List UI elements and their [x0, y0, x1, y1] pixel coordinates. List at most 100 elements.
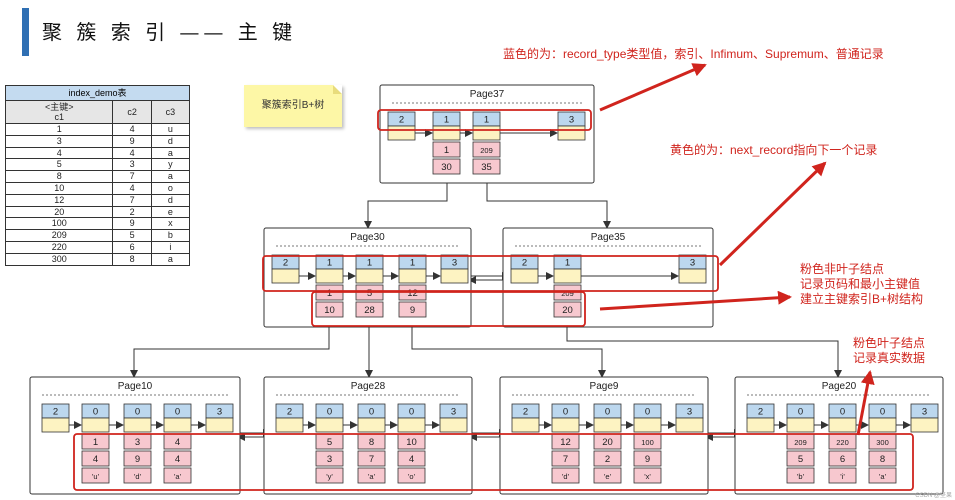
- record-value: 28: [364, 305, 375, 316]
- next-record-cell: [163, 417, 192, 433]
- next-record-cell: [675, 417, 704, 433]
- record-value: 209: [794, 438, 807, 447]
- record-value: 4: [93, 454, 98, 465]
- record-type-value: 3: [217, 407, 222, 418]
- record-value: 209: [480, 146, 493, 155]
- record-value: 'u': [92, 472, 100, 481]
- record-type-value: 1: [484, 115, 489, 126]
- annotation-yellow: 黄色的为：next_record指向下一个记录: [670, 143, 878, 157]
- record-value: 12: [407, 288, 418, 299]
- next-record-cell: [397, 417, 426, 433]
- next-record-cell: [41, 417, 70, 433]
- record-value: 10: [406, 437, 417, 448]
- next-record-cell: [271, 268, 300, 284]
- annotation-leaf-line: 粉色叶子结点: [853, 336, 926, 350]
- record-value-cell: [633, 450, 662, 467]
- record-value: 100: [641, 438, 654, 447]
- page-name: Page28: [351, 381, 386, 392]
- record-value-cell: [472, 158, 501, 175]
- record-value: 'a': [368, 472, 376, 481]
- record-type-value: 2: [399, 115, 404, 126]
- record-value-cell: [315, 467, 344, 484]
- record-type-value: 2: [287, 407, 292, 418]
- next-record-cell: [472, 125, 501, 141]
- table-cell: 8: [112, 252, 152, 266]
- highlight-mid-headers: [262, 255, 719, 292]
- record-value: 'i': [840, 472, 845, 481]
- page-name: Page37: [470, 89, 505, 100]
- next-record-cell: [786, 417, 815, 433]
- record-type-value: 0: [645, 407, 650, 418]
- child-pointer-arrow: [411, 326, 606, 378]
- record-value: 300: [876, 438, 889, 447]
- record-type-value: 1: [327, 258, 332, 269]
- record-type-value: 0: [798, 407, 803, 418]
- child-pointer-arrow: [486, 183, 611, 229]
- record-value: 8: [369, 437, 374, 448]
- record-value: 'o': [408, 472, 416, 481]
- record-value-cell: [786, 450, 815, 467]
- record-type-value: 0: [563, 407, 568, 418]
- record-type-value: 1: [410, 258, 415, 269]
- next-record-cell: [275, 417, 304, 433]
- table-header-text: c3: [165, 107, 176, 117]
- record-value-cell: [593, 467, 622, 484]
- record-value: 'a': [879, 472, 887, 481]
- record-value-cell: [828, 467, 857, 484]
- next-record-cell: [398, 268, 427, 284]
- record-value-cell: [81, 450, 110, 467]
- record-type-value: 2: [523, 407, 528, 418]
- record-value: 4: [175, 437, 180, 448]
- record-value: 1: [93, 437, 98, 448]
- record-value-cell: [472, 141, 501, 158]
- annotation-blue: 蓝色的为：record_type类型值，索引、Infimum、Supremum、…: [503, 47, 884, 61]
- table-header-text: c1: [54, 112, 64, 122]
- next-record-cell: [439, 417, 468, 433]
- highlight-mid-records: [311, 291, 586, 327]
- record-value-cell: [357, 450, 386, 467]
- annotation-arrow: [856, 370, 875, 436]
- record-value-cell: [315, 450, 344, 467]
- next-record-cell: [432, 125, 461, 141]
- record-value-cell: [123, 467, 152, 484]
- record-type-value: 0: [175, 407, 180, 418]
- next-record-cell: [357, 417, 386, 433]
- record-value-cell: [357, 467, 386, 484]
- record-value: 35: [481, 162, 492, 173]
- record-value: 7: [369, 454, 374, 465]
- next-record-cell: [205, 417, 234, 433]
- table-header-text: <主键>: [44, 102, 74, 112]
- page-name: Page35: [591, 232, 626, 243]
- next-record-cell: [553, 268, 582, 284]
- record-value: 12: [560, 437, 571, 448]
- record-type-value: 0: [369, 407, 374, 418]
- table-caption: index_demo表: [5, 85, 190, 100]
- record-value: 8: [880, 454, 885, 465]
- title-accent-bar: [22, 8, 29, 56]
- next-record-cell: [678, 268, 707, 284]
- record-value: 'x': [644, 472, 651, 481]
- record-type-value: 0: [880, 407, 885, 418]
- record-type-value: 3: [452, 258, 457, 269]
- next-record-cell: [81, 417, 110, 433]
- record-value: 'b': [797, 472, 805, 481]
- record-value: 'd': [562, 472, 570, 481]
- record-value-cell: [551, 450, 580, 467]
- record-value-cell: [553, 301, 582, 318]
- record-value: 1: [444, 145, 449, 156]
- record-type-value: 2: [522, 258, 527, 269]
- record-type-value: 1: [565, 258, 570, 269]
- next-record-cell: [315, 417, 344, 433]
- record-value: 4: [409, 454, 414, 465]
- next-record-cell: [868, 417, 897, 433]
- table-header-text: c2: [127, 107, 137, 117]
